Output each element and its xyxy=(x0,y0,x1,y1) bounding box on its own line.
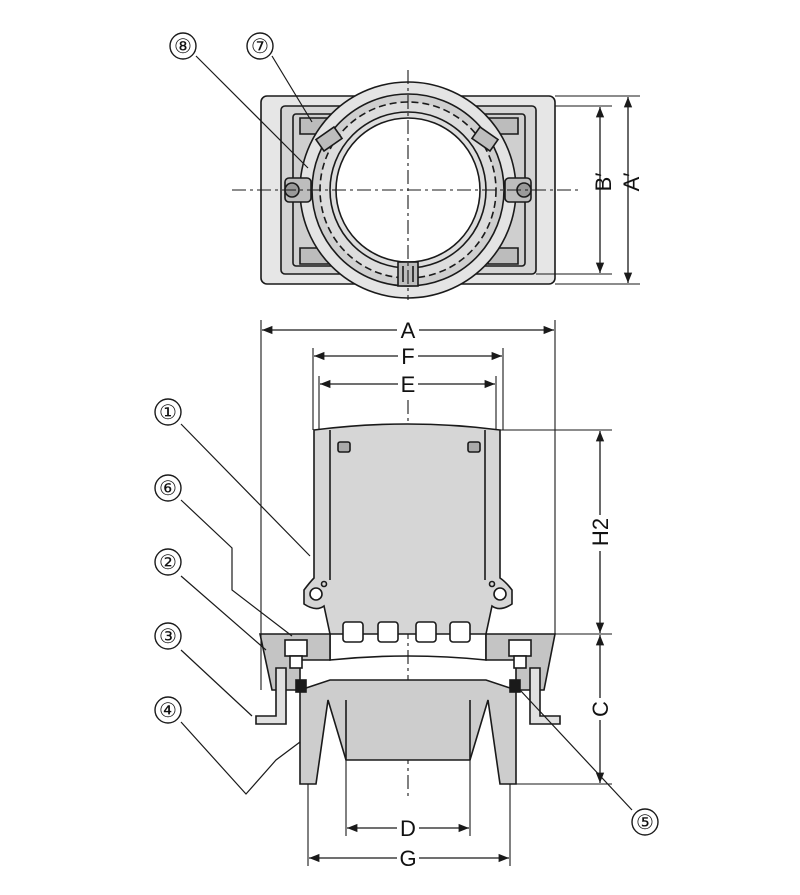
top-view xyxy=(195,55,640,300)
leader-1 xyxy=(180,423,311,557)
callout-3: ③ xyxy=(154,622,182,650)
dim-a-prime-label: A′ xyxy=(619,173,644,192)
svg-text:⑧: ⑧ xyxy=(174,36,192,58)
callout-6: ⑥ xyxy=(154,474,182,502)
callout-4: ④ xyxy=(154,696,182,724)
callout-7: ⑦ xyxy=(246,32,274,60)
leader-4 xyxy=(180,721,301,795)
dim-a-label: A xyxy=(401,318,416,343)
dim-c-label: C xyxy=(588,701,613,717)
clamp-bolt-right xyxy=(508,639,532,669)
strainer-windows xyxy=(342,621,471,643)
anchor-left xyxy=(255,667,287,725)
svg-text:⑥: ⑥ xyxy=(159,478,177,500)
top-view-clip-upper-right xyxy=(470,125,500,153)
gasket-left xyxy=(295,679,307,693)
svg-text:②: ② xyxy=(159,552,177,574)
top-view-clip-upper-left xyxy=(314,125,344,153)
dim-e-label: E xyxy=(401,372,416,397)
leader-8 xyxy=(195,55,309,169)
leader-3 xyxy=(180,649,253,717)
leader-7 xyxy=(271,55,313,123)
top-view-labels: B′ A′ xyxy=(591,173,644,192)
dim-g-label: G xyxy=(399,846,416,871)
clamp-bolt-left xyxy=(284,639,308,669)
svg-text:⑤: ⑤ xyxy=(636,812,654,834)
svg-text:③: ③ xyxy=(159,626,177,648)
callout-2: ② xyxy=(154,548,182,576)
anchor-right xyxy=(529,667,561,725)
callout-1: ① xyxy=(154,398,182,426)
callout-8: ⑧ xyxy=(169,32,197,60)
dim-b-prime-label: B′ xyxy=(591,173,616,192)
leader-6 xyxy=(180,499,293,637)
upper-pipe xyxy=(303,423,513,635)
gasket-right xyxy=(509,679,521,693)
section-dimension-labels: A F E H2 C D G xyxy=(397,318,613,871)
leader-5 xyxy=(519,689,633,811)
lower-body xyxy=(299,679,517,785)
dim-f-label: F xyxy=(401,344,414,369)
dim-d-label: D xyxy=(400,816,416,841)
svg-text:④: ④ xyxy=(159,700,177,722)
callout-5: ⑤ xyxy=(631,808,659,836)
leader-2 xyxy=(180,575,267,651)
section-view xyxy=(180,320,633,866)
svg-text:⑦: ⑦ xyxy=(251,36,269,58)
callouts: ⑧ ⑦ ① ⑥ ② ③ ④ ⑤ xyxy=(154,32,659,836)
svg-text:①: ① xyxy=(159,402,177,424)
dim-h2-label: H2 xyxy=(588,518,613,546)
